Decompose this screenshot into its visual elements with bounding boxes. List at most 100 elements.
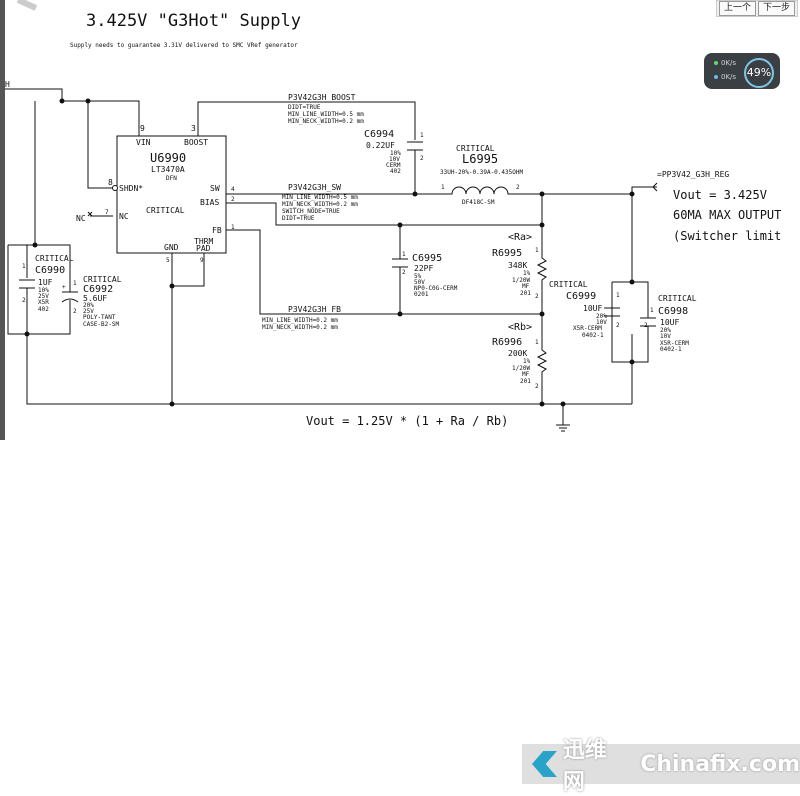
wires xyxy=(5,88,657,425)
c6995-pin1: 1 xyxy=(402,251,406,258)
r6996-power: 1/20W xyxy=(512,365,530,372)
junction-dots xyxy=(24,98,635,407)
c6999-dielectric: X5R-CERM xyxy=(573,325,602,332)
cap-c6990: 1 2 CRITICAL C6990 1UF 10% 25V X5R 402 xyxy=(19,254,74,313)
c6998-pin1: 1 xyxy=(650,307,654,314)
nc-label: NC xyxy=(76,214,86,223)
pin-num-fb: 1 xyxy=(231,224,235,231)
c6990-pin2: 2 xyxy=(22,297,26,304)
net-boost-prop-3: MIN_NECK_WIDTH=0.2 mm xyxy=(288,118,364,125)
c6999-ref: C6999 xyxy=(566,291,596,302)
net-boost-prop-1: DIDT=TRUE xyxy=(288,104,321,111)
cap-c6999: 1 2 CRITICAL C6999 10UF 20% 10V X5R-CERM… xyxy=(549,280,620,362)
c6994-volt: 10V xyxy=(389,156,400,163)
inductor-l6995: 1 2 CRITICAL L6995 33UH-20%-0.39A-0.435O… xyxy=(440,144,523,206)
corner-mark xyxy=(16,0,38,11)
pin-num-bias: 2 xyxy=(231,196,235,203)
c6998-ref: C6998 xyxy=(658,306,688,317)
c6990-size: 402 xyxy=(38,306,49,313)
cap-c6995: 1 2 C6995 22PF 5% 50V NP0-C0G-CERM 0201 xyxy=(392,250,458,298)
download-speed-text: 0K/s xyxy=(721,73,737,81)
c6992-critical: CRITICAL xyxy=(83,275,122,284)
pin-fb: FB xyxy=(212,226,222,235)
upload-speed-text: 0K/s xyxy=(721,59,737,67)
watermark-logo-icon xyxy=(532,751,557,777)
pin-num-boost: 3 xyxy=(191,124,196,133)
r6995-pin1: 1 xyxy=(535,247,539,254)
l6995-value: 33UH-20%-0.39A-0.435OHM xyxy=(440,169,523,176)
r6995-pin2: 2 xyxy=(535,293,539,300)
next-button[interactable]: 下一步 xyxy=(757,1,795,16)
memory-percent: 49% xyxy=(744,58,774,88)
c6998-dielectric: X5R-CERM xyxy=(660,340,689,347)
resistor-r6996: 1 2 <Rb> R6996 200K 1% 1/20W MF 201 xyxy=(492,322,548,392)
c6995-tol: 5% xyxy=(414,273,422,280)
ic-part: LT3470A xyxy=(151,165,185,174)
pin-num-vin: 9 xyxy=(140,124,145,133)
c6999-volt: 10V xyxy=(596,319,607,326)
note-switcher: (Switcher limit xyxy=(673,229,781,243)
c6999-value: 10UF xyxy=(583,304,602,313)
pager-bar: 上一个 下一步 xyxy=(715,0,798,17)
pin-num-sw: 4 xyxy=(231,186,235,193)
r6995-value: 348K xyxy=(508,261,527,270)
net-sw-prop-1: MIN_LINE_WIDTH=0.5 mm xyxy=(282,194,358,201)
l6995-pin1: 1 xyxy=(441,184,445,191)
pin-bias: BIAS xyxy=(200,198,219,207)
c6994-tol: 10% xyxy=(390,150,401,157)
pin-shdn: SHDN* xyxy=(119,184,143,193)
pin-nc: NC xyxy=(119,212,129,221)
net-fb-label: P3V42G3H_FB xyxy=(288,305,341,314)
ic-critical: CRITICAL xyxy=(146,206,185,215)
r6996-tag: <Rb> xyxy=(508,322,532,333)
c6990-volt: 25V xyxy=(38,293,49,300)
c6995-size: 0201 xyxy=(414,291,429,298)
r6996-pin1: 1 xyxy=(535,339,539,346)
net-reg-arrow xyxy=(652,182,658,192)
vout-formula: Vout = 1.25V * (1 + Ra / Rb) xyxy=(306,414,508,428)
upload-speed: 0K/s xyxy=(714,59,736,67)
note-max-output: 60MA MAX OUTPUT xyxy=(673,208,781,222)
ic-u6990: 9 3 VIN BOOST U6990 LT3470A DFN 8 SHDN* … xyxy=(76,124,235,264)
c6990-pin1: 1 xyxy=(22,263,26,270)
l6995-critical: CRITICAL xyxy=(456,144,495,153)
pin-vin: VIN xyxy=(136,138,151,147)
pin-sw: SW xyxy=(210,184,220,193)
pin-thrm: THRM xyxy=(194,237,213,246)
cap-c6992: + 1 2 CRITICAL C6992 5.6UF 20% 25V POLY-… xyxy=(61,275,122,328)
c6992-pin2: 2 xyxy=(73,308,77,315)
c6990-value: 1UF xyxy=(38,278,53,287)
network-speed-widget[interactable]: 0K/s 0K/s 49% xyxy=(704,53,780,89)
c6998-critical: CRITICAL xyxy=(658,294,697,303)
c6990-dielectric: X5R xyxy=(38,299,49,306)
schematic-diagram: 3.425V "G3Hot" Supply Supply needs to gu… xyxy=(5,0,781,432)
net-sw-prop-3: SWITCH_NODE=TRUE xyxy=(282,208,340,215)
c6994-pin2: 2 xyxy=(420,155,424,162)
pin-num-gnd: 5 xyxy=(166,257,170,264)
net-sw-prop-4: DIDT=TRUE xyxy=(282,215,315,222)
r6995-tag: <Ra> xyxy=(508,232,532,243)
r6995-tol: 1% xyxy=(523,270,531,277)
input-net-label: H xyxy=(5,80,10,89)
c6992-tol: 20% xyxy=(83,302,94,309)
c6999-pin2: 2 xyxy=(616,322,620,329)
c6998-size: 0402-1 xyxy=(660,346,682,353)
c6990-tol: 10% xyxy=(38,287,49,294)
c6992-pin1: 1 xyxy=(73,280,77,287)
cap-c6994: 1 2 C6994 0.22UF 10% 10V CERM 402 xyxy=(364,129,424,175)
download-dot-icon xyxy=(714,75,718,79)
c6992-case: CASE-B2-SM xyxy=(83,321,120,328)
net-reg-label: =PP3V42_G3H_REG xyxy=(657,170,729,179)
ic-package: DFN xyxy=(166,175,177,182)
net-fb-prop-2: MIN_NECK_WIDTH=0.2 mm xyxy=(262,324,338,331)
c6992-dielectric: POLY-TANT xyxy=(83,314,116,321)
net-sw-label: P3V42G3H_SW xyxy=(288,183,341,192)
r6996-size: 201 xyxy=(520,378,531,385)
cap-c6998: 1 2 CRITICAL C6998 10UF 20% 10V X5R-CERM… xyxy=(640,294,697,353)
prev-button[interactable]: 上一个 xyxy=(718,1,756,16)
c6994-value: 0.22UF xyxy=(366,141,395,150)
note-vout: Vout = 3.425V xyxy=(673,188,767,202)
pin-boost: BOOST xyxy=(184,138,208,147)
c6992-ref: C6992 xyxy=(83,284,113,295)
l6995-ref: L6995 xyxy=(462,152,498,166)
